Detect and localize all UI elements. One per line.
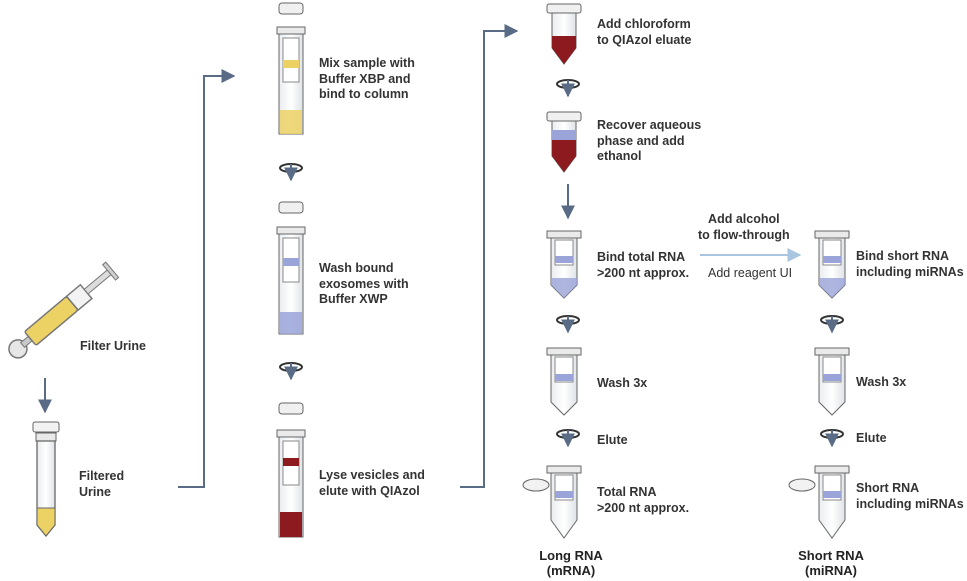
connector-2 [460,24,519,488]
label-elute-left: Elute [597,433,628,447]
label-add-reagent: Add reagent UI [708,266,793,280]
spin-icon [820,429,844,448]
label-elute-right: Elute [856,431,887,445]
spin-icon [279,163,303,182]
column-wash-left-icon [546,347,582,416]
cap-icon [278,201,304,214]
column-xwp-icon [276,226,306,335]
filtered-urine-tube-icon [32,421,60,538]
spin-icon [820,315,844,334]
label-wash-3x-right: Wash 3x [856,375,907,389]
tube-elute-left-icon [522,465,582,539]
column-total-rna-icon [546,230,582,299]
label-long-rna: Long RNA(mRNA) [539,548,603,578]
label-filter-urine: Filter Urine [80,339,146,353]
spin-icon [556,429,580,448]
cap-icon [278,2,304,15]
column-short-rna-icon [814,230,850,299]
syringe-icon [8,261,120,359]
column-qiazol-icon [276,429,306,538]
tube-chloroform-icon [546,3,582,65]
column-wash-right-icon [814,347,850,416]
connector-1 [178,69,236,488]
label-total-rna: Total RNA>200 nt approx. [597,485,690,515]
column-xbp-icon [276,26,306,135]
label-wash-3x-left: Wash 3x [597,376,648,390]
spin-icon [279,362,303,381]
spin-icon [556,315,580,334]
label-bind-total-rna: Bind total RNA>200 nt approx. [597,250,690,280]
cap-icon [278,402,304,415]
spin-icon [556,79,580,98]
tube-elute-right-icon [788,465,850,539]
tube-aqueous-icon [546,111,582,173]
label-short-rna: Short RNA(miRNA) [798,548,864,578]
